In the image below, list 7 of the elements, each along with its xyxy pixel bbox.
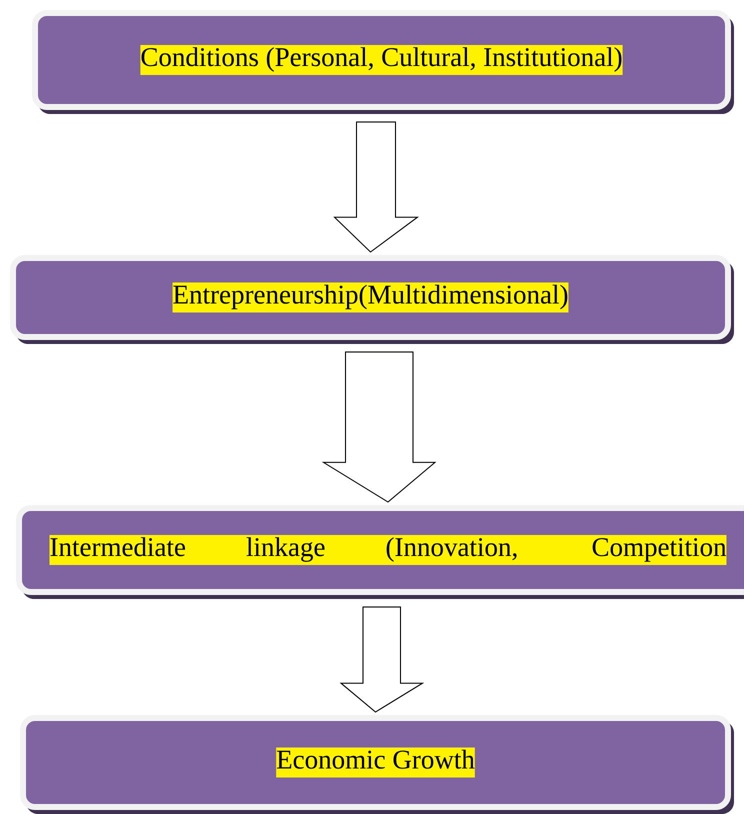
process-box: Conditions (Personal, Cultural, Institutional) <box>32 10 734 114</box>
process-box: Economic Growth <box>20 715 734 814</box>
process-box: Intermediate linkage (Innovation, Competition <box>16 505 744 599</box>
block-arrow <box>322 352 436 503</box>
process-box: Entrepreneurship(Multidimensional) <box>10 255 734 344</box>
block-arrow <box>333 122 420 253</box>
block-arrow <box>340 606 424 713</box>
